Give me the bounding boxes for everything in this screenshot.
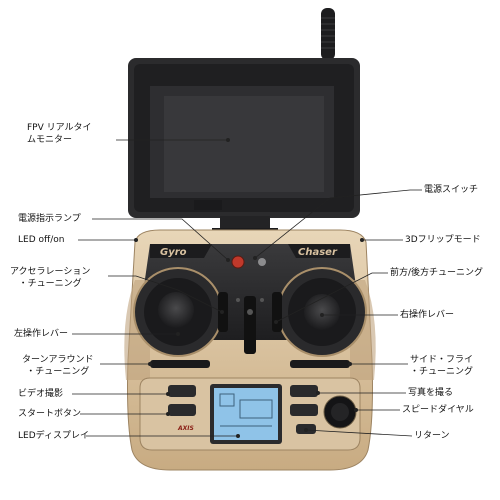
left-stick [133, 267, 223, 357]
right-stick [277, 267, 367, 357]
panel-brand-text: AXIS [177, 425, 194, 432]
label-led-on-off: LED off/on [18, 235, 65, 245]
label-left-stick: 左操作レバー [14, 329, 69, 339]
label-side-fly-trim: サイド・フライ ・チューニング [410, 354, 473, 378]
label-forward-back-trim: 前方/後方チューニング [390, 268, 484, 278]
power-switch-knob [258, 258, 266, 266]
label-fpv-monitor-line1: FPV リアルタイ [27, 123, 92, 133]
label-right-stick: 右操作レバー [400, 310, 455, 320]
label-accel-trim: アクセラレーション ・チューニング [10, 266, 90, 290]
label-turnaround-trim: ターンアラウンド ・チューニング [22, 354, 94, 378]
label-side-fly-trim-line2: ・チューニング [410, 367, 474, 377]
brand-badges [150, 244, 350, 258]
brand-left-text: Gyro [160, 247, 187, 258]
brand-right-text: Chaser [298, 247, 338, 258]
left-horizontal-trim [150, 360, 210, 368]
label-accel-trim-line2: ・チューニング [18, 279, 82, 289]
label-side-fly-trim-line1: サイド・フライ [410, 355, 474, 365]
annotation-lines [72, 138, 422, 438]
label-fpv-monitor-line2: ムモニター [27, 135, 73, 145]
label-power-switch: 電源スイッチ [424, 185, 479, 195]
label-return-button: リターン [414, 431, 450, 441]
label-video-record: ビデオ撮影 [18, 389, 64, 399]
fpv-monitor [128, 58, 360, 242]
label-flip-mode: 3Dフリップモード [405, 235, 481, 245]
label-accel-trim-line1: アクセラレーション [10, 267, 91, 277]
label-speed-dial: スピードダイヤル [402, 405, 474, 415]
label-turnaround-trim-line1: ターンアラウンド [22, 355, 94, 365]
right-horizontal-trim [290, 360, 350, 368]
label-turnaround-trim-line2: ・チューニング [26, 367, 90, 377]
power-indicator-lamp [231, 255, 245, 269]
label-led-display: LEDディスプレイ [18, 431, 90, 441]
label-power-indicator: 電源指示ランプ [18, 214, 81, 224]
label-fpv-monitor: FPV リアルタイ ムモニター [27, 122, 92, 146]
label-start-button: スタートボタン [18, 409, 82, 419]
bottom-panel [139, 377, 361, 451]
label-take-photo: 写真を撮る [408, 388, 454, 398]
